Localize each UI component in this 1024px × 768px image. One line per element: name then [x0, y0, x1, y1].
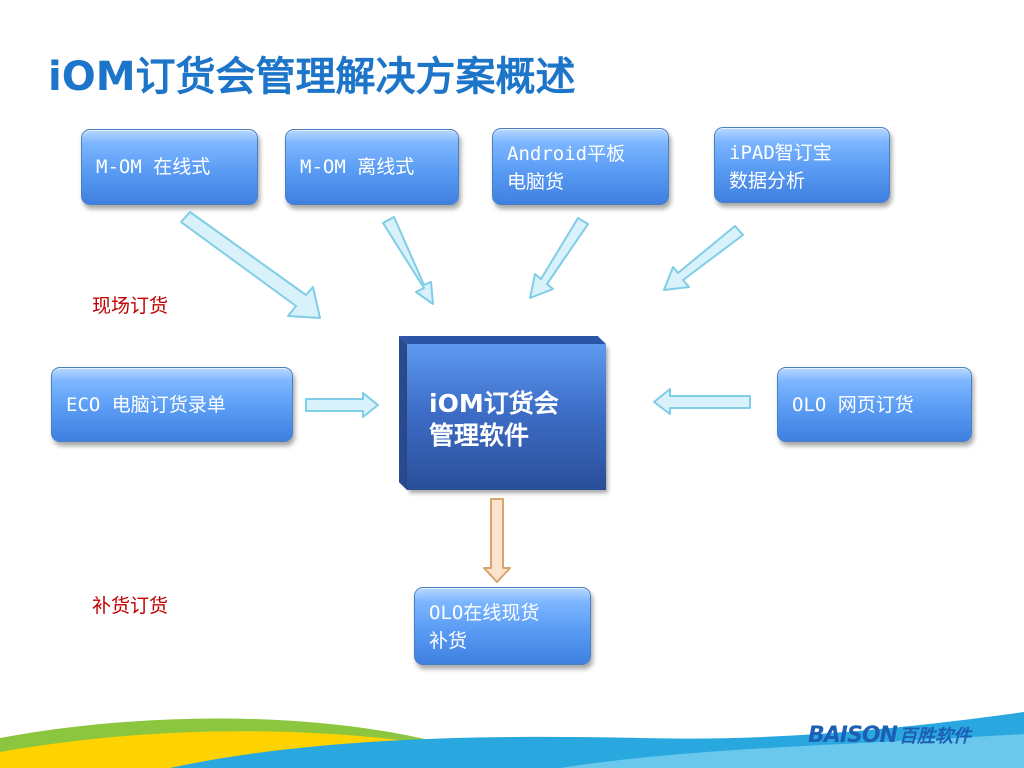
logo-cjk-text: 百胜软件	[898, 726, 971, 747]
node-olo-web: OLO 网页订货	[777, 367, 972, 442]
arrow-olo-web	[653, 388, 751, 415]
node-olo-replenish: OLO在线现货 补货	[414, 587, 591, 665]
arrow-mom-online	[180, 211, 321, 319]
section-label-replenish: 补货订货	[92, 595, 169, 617]
node-ipad: iPAD智订宝 数据分析	[714, 127, 890, 203]
footer-decoration	[0, 712, 1024, 768]
node-mom-offline: M-OM 离线式	[285, 129, 459, 205]
arrow-eco	[305, 392, 379, 418]
node-android: Android平板 电脑货	[492, 128, 669, 205]
arrow-android	[529, 217, 589, 299]
center-node-front: iOM订货会 管理软件	[407, 344, 606, 490]
center-node-top-face	[399, 336, 606, 344]
node-eco: ECO 电脑订货录单	[51, 367, 293, 442]
center-node-side-face	[399, 336, 407, 490]
logo-latin-text: BAISON	[808, 722, 898, 748]
arrow-mom-offline	[382, 216, 434, 305]
section-label-onsite: 现场订货	[92, 295, 169, 317]
baison-logo: BAISON 百胜软件	[808, 720, 971, 750]
arrow-ipad	[663, 225, 744, 291]
node-mom-online: M-OM 在线式	[81, 129, 258, 205]
slide-title: iOM订货会管理解决方案概述	[48, 54, 576, 100]
center-node: iOM订货会 管理软件	[399, 336, 606, 490]
arrow-center-to-replenish	[483, 498, 511, 583]
center-node-label: iOM订货会 管理软件	[429, 389, 559, 450]
